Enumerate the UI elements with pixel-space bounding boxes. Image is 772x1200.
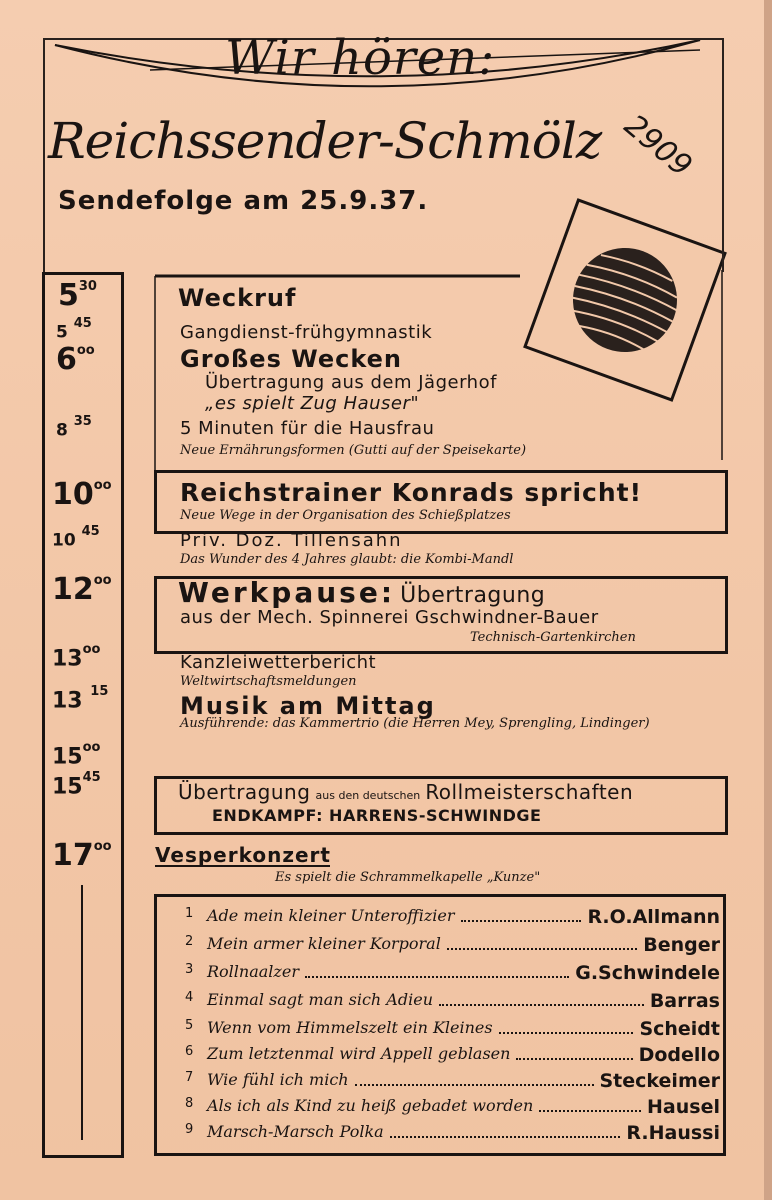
time-label: 8 35 [56,414,92,441]
programme-wetter-sub: Weltwirtschaftsmeldungen [180,674,357,689]
header-frame [43,38,724,272]
time-label: 530 [58,278,97,313]
programme-tillensahn: Priv. Doz. Tillensahn [180,530,403,551]
programme-tillensahn-sub: Das Wunder des 4 Jahres glaubt: die Komb… [180,552,514,567]
time-label: 1545 [52,770,101,800]
programme-vesper-sub: Es spielt die Schrammelkapelle „Kunze" [275,870,541,885]
programme-konrads: Reichstrainer Konrads spricht! [180,478,643,507]
box-werkpause [154,576,728,654]
time-label: 10oo [52,477,112,512]
programme-konrads-sub: Neue Wege in der Organisation des Schieß… [180,508,511,523]
page-edge [764,0,772,1200]
programme-wetter: Kanzleiwetterbericht [180,652,377,673]
time-label: 15oo [52,740,101,770]
programme-werkpause: Werkpause: Übertragung [178,576,546,609]
programme-werkpause-sub: Technisch-Gartenkirchen [470,630,636,645]
programme-hausfrau: 5 Minuten für die Hausfrau [180,418,435,439]
programme-vesper: Vesperkonzert [155,843,331,867]
programme-mittag: Musik am Mittag [180,692,436,720]
programme-mittag-sub: Ausführende: das Kammertrio (die Herren … [180,716,650,731]
time-label: 10 45 [52,524,100,551]
box-konrads [154,470,728,534]
programme-werkpause-sub: aus der Mech. Spinnerei Gschwindner-Baue… [180,607,599,628]
programme-endkampf: ENDKAMPF: HARRENS-SCHWINDGE [212,806,542,825]
programme-wecken-sub: „es spielt Zug Hauser" [205,393,420,414]
time-label: 12oo [52,572,112,607]
time-label: 5 45 [56,316,92,343]
time-column [42,272,124,1158]
time-label: 13 15 [52,684,109,714]
programme-rollmeister: Übertragung aus den deutschen Rollmeiste… [178,780,634,804]
box-concert [154,894,726,1156]
programme-weckruf: Weckruf [178,284,297,312]
box-rollmeister [154,776,728,835]
programme-wecken-sub: Übertragung aus dem Jägerhof [205,372,497,393]
header-title: Wir hören: [225,30,496,86]
programme-gangdienst: Gangdienst-frühgymnastik [180,322,433,343]
speaker-icon [523,198,727,402]
time-label: 6oo [56,342,95,377]
time-label: 17oo [52,838,112,873]
station-name: Reichssender-Schmölz [48,112,602,170]
programme-hausfrau-sub: Neue Ernährungsformen (Gutti auf der Spe… [180,443,527,458]
time-label: 13oo [52,642,101,672]
broadcast-date: Sendefolge am 25.9.37. [58,186,429,216]
programme-wecken: Großes Wecken [180,345,403,373]
